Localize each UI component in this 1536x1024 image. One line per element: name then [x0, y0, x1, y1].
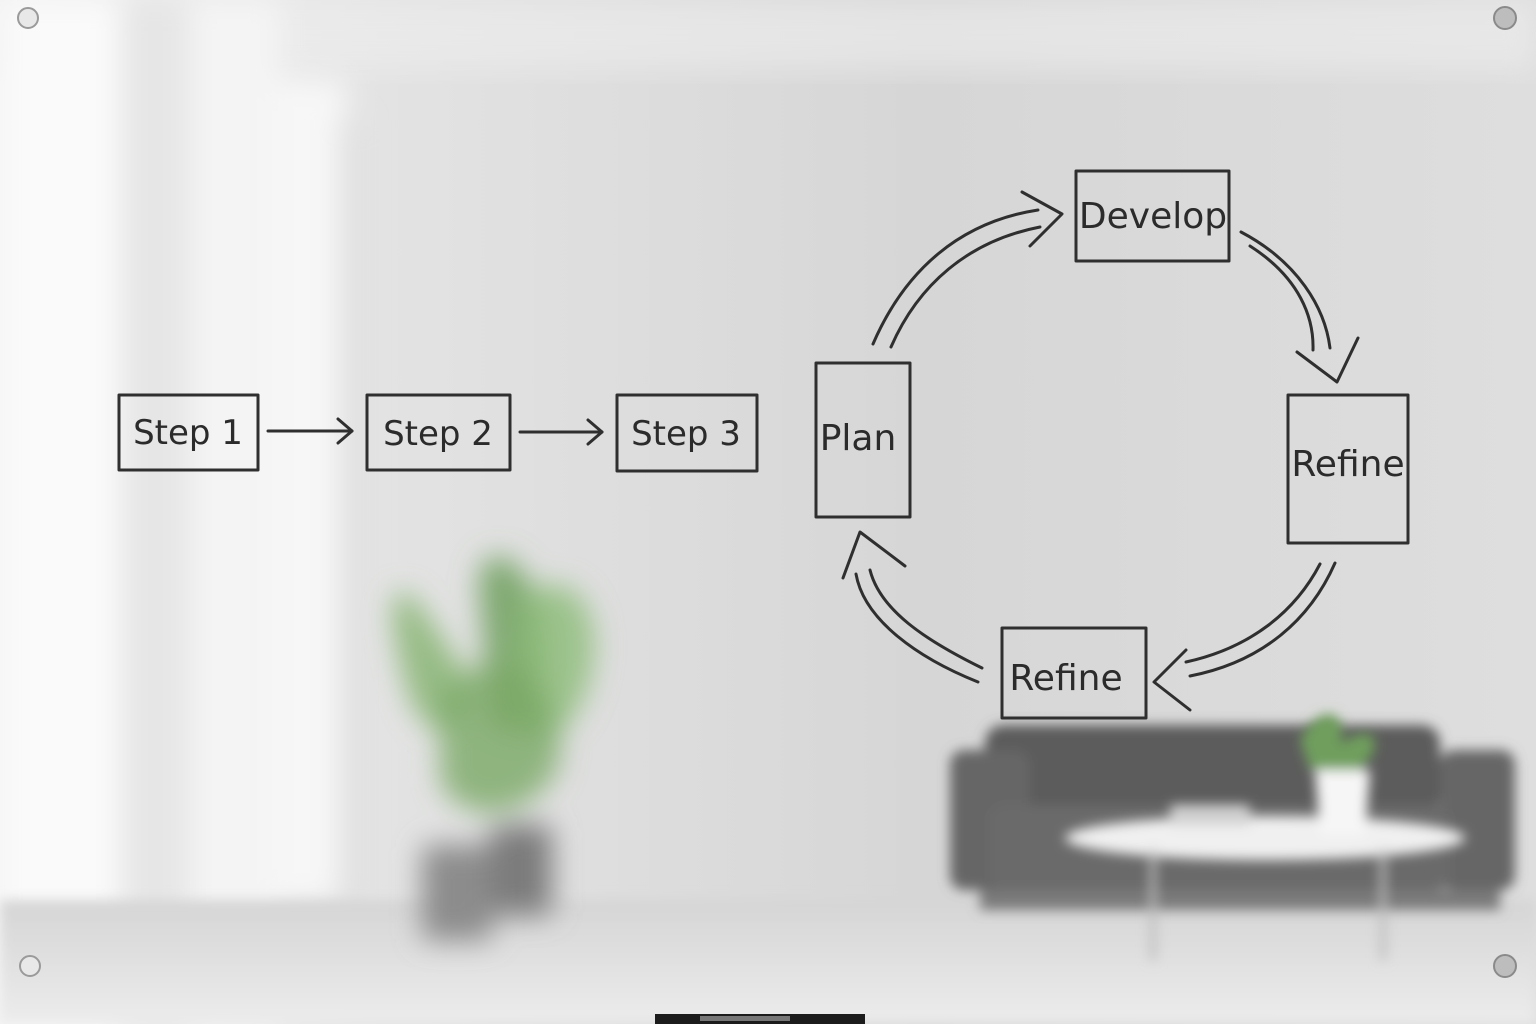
plan-label: Plan: [820, 418, 897, 459]
plan-box: [814, 361, 912, 519]
marker-icon: [655, 1014, 865, 1024]
step-2-box: [365, 393, 512, 472]
arrow-step1-to-step2: [266, 417, 354, 445]
refine-bottom-label: Refine: [1009, 658, 1122, 699]
potted-plant: [392, 556, 595, 940]
develop-box: [1074, 169, 1231, 263]
refine-right-box: [1286, 393, 1410, 545]
step-3-label: Step 3: [631, 414, 741, 454]
arrow-step2-to-step3: [518, 418, 604, 446]
refine-right-label: Refine: [1291, 444, 1404, 485]
arrow-refine-to-plan: [841, 530, 984, 684]
arrow-plan-to-develop: [871, 190, 1064, 349]
refine-bottom-box: [1000, 626, 1148, 720]
develop-label: Develop: [1079, 196, 1227, 237]
step-1-label: Step 1: [133, 413, 243, 453]
arrow-refine-to-refine: [1152, 561, 1337, 712]
step-2-label: Step 2: [383, 414, 493, 454]
window: [0, 0, 358, 1024]
arrow-develop-to-refine: [1239, 230, 1360, 384]
step-3-box: [615, 393, 759, 473]
coffee-table: [1065, 714, 1465, 960]
step-1-box: [117, 393, 260, 472]
glass-mount-icon: [17, 6, 1517, 978]
